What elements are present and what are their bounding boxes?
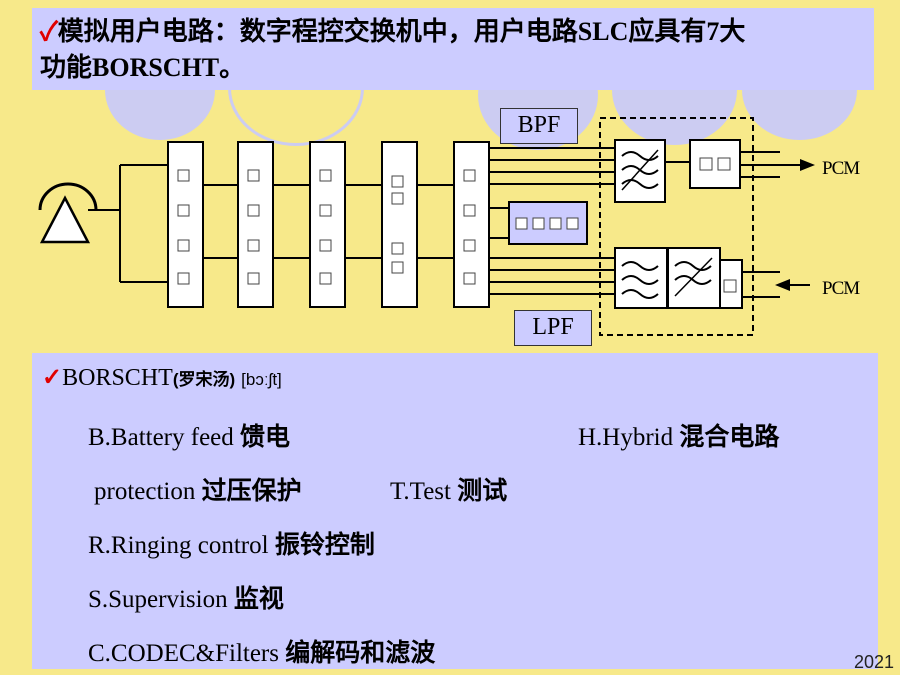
filter-wave-icon: [621, 261, 659, 299]
arrow-left-icon: [775, 279, 790, 291]
check-icon: ✓: [40, 17, 58, 46]
telephone-icon: [38, 182, 98, 211]
codec-block-top: [689, 139, 741, 189]
check-icon: ✓: [42, 365, 63, 391]
list-item: S.Supervision 监视: [88, 586, 284, 613]
filter-wave-icon: [674, 261, 712, 285]
lpf-block-1: [614, 247, 668, 309]
list-item: H.Hybrid 混合电路: [578, 424, 780, 451]
lpf-label: LPF: [514, 310, 592, 346]
title-line-1: 模拟用户电路：数字程控交换机中，用户电路SLC应具有7大: [57, 17, 746, 46]
borscht-panel: ✓BORSCHT(罗宋汤) [bɔːʃt] B.Battery feed 馈电 …: [32, 353, 878, 669]
title-box: ✓模拟用户电路：数字程控交换机中，用户电路SLC应具有7大 功能BORSCHT。: [32, 8, 874, 90]
list-item: T.Test 测试: [390, 478, 508, 505]
list-item: protection 过压保护: [94, 478, 302, 505]
borscht-word: BORSCHT: [62, 365, 173, 391]
list-item: R.Ringing control 振铃控制: [88, 532, 375, 559]
pcm-out-label: PCM: [822, 158, 860, 179]
arrow-right-icon: [800, 159, 815, 171]
borscht-cn: (罗宋汤): [172, 370, 236, 389]
borscht-phonetic: [bɔːʃt]: [241, 370, 282, 389]
pcm-in-label: PCM: [822, 278, 860, 299]
lpf-block-2: [667, 247, 721, 309]
title-line-2: 功能BORSCHT。: [40, 53, 246, 82]
borscht-heading: ✓BORSCHT(罗宋汤) [bɔːʃt]: [42, 363, 282, 392]
list-item: B.Battery feed 馈电: [88, 424, 291, 451]
bpf-label: BPF: [500, 108, 578, 144]
list-item: C.CODEC&Filters 编解码和滤波: [88, 640, 436, 667]
page-number: 2021: [853, 652, 894, 672]
stage-block-4: [381, 141, 418, 308]
